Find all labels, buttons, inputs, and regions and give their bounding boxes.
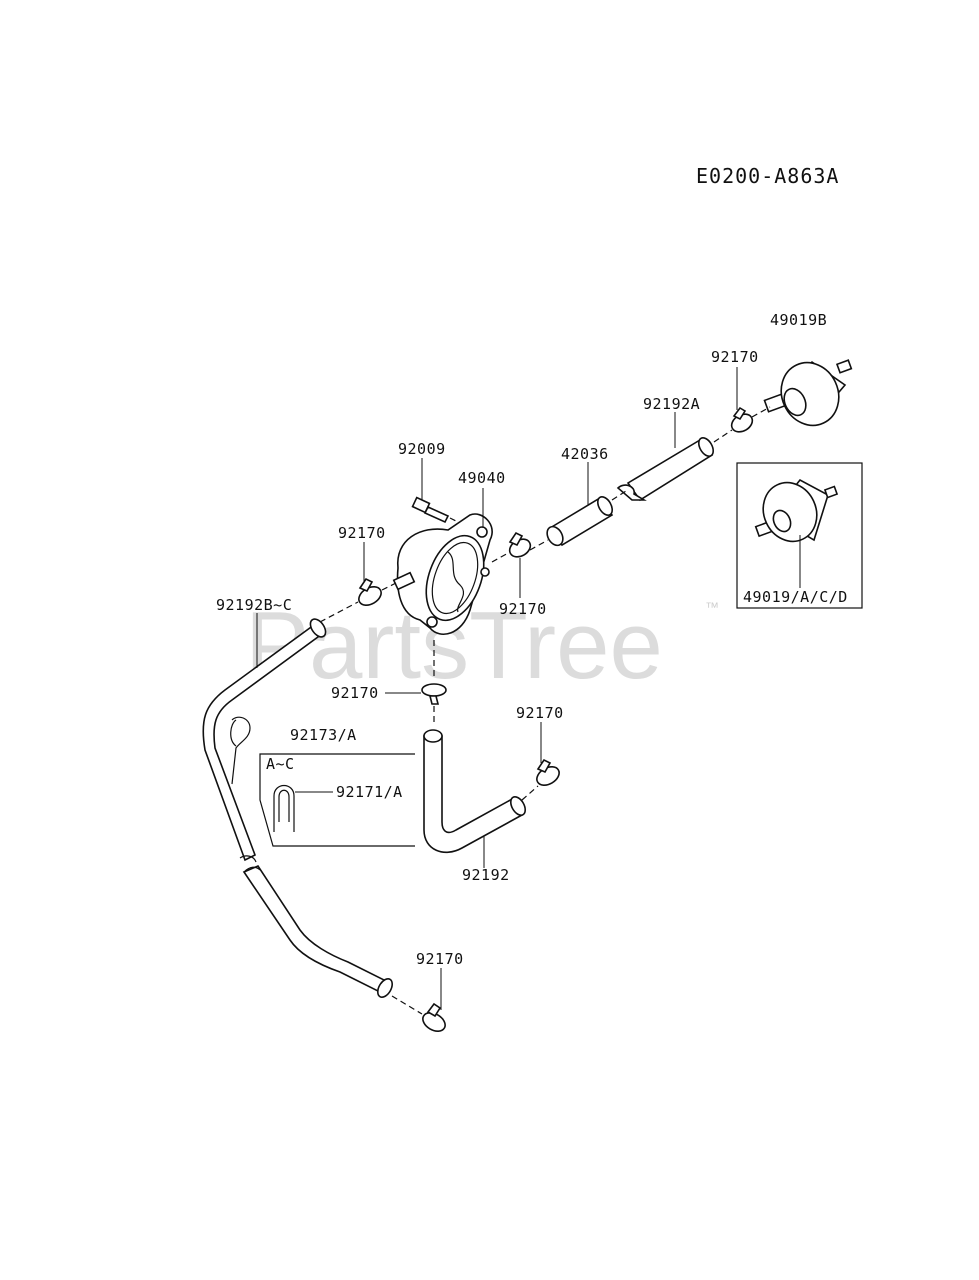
bolt-92009[interactable] (411, 496, 450, 524)
fuel-filter-49019b[interactable] (763, 353, 853, 435)
sub-box-a-c[interactable]: A~C 92171/A (259, 753, 415, 847)
label-49019-acd: 49019/A/C/D (743, 588, 848, 606)
label-92170-right: 92170 (516, 704, 564, 722)
inset-frame (736, 462, 863, 609)
hose-clamp-92170-center[interactable] (421, 683, 447, 705)
hose-92192b-c[interactable] (202, 616, 395, 999)
trademark-mark: ™ (705, 599, 719, 615)
pipe-42036[interactable] (544, 494, 615, 548)
label-92170-bottom: 92170 (416, 950, 464, 968)
label-42036: 42036 (561, 445, 609, 463)
label-92170-top: 92170 (711, 348, 759, 366)
label-49040: 49040 (458, 469, 506, 487)
inset-fuel-filter (754, 478, 839, 543)
fuel-pump-49040[interactable] (392, 513, 495, 636)
hose-92192[interactable] (423, 729, 528, 854)
label-92192a: 92192A (643, 395, 700, 413)
clip-92173a[interactable] (230, 716, 251, 785)
hose-92192a[interactable] (616, 435, 716, 502)
inset-box-49019-acd[interactable]: 49019/A/C/D (736, 462, 863, 609)
hose-clamp-92170-mid[interactable] (506, 531, 533, 560)
hose-clamp-92170-bottom[interactable] (420, 1002, 449, 1035)
label-92009: 92009 (398, 440, 446, 458)
diagram-code: E0200-A863A (696, 164, 839, 188)
label-49019b: 49019B (770, 311, 827, 329)
label-92171a: 92171/A (336, 783, 403, 801)
label-92192b-c: 92192B~C (216, 596, 292, 614)
sub-box-label: A~C (266, 755, 295, 773)
label-92170-left: 92170 (338, 524, 386, 542)
hose-clamp-92170-top[interactable] (728, 406, 755, 435)
hose-clamp-92170-right[interactable] (534, 758, 563, 789)
label-92170-center: 92170 (331, 684, 379, 702)
clip-92171a (273, 784, 295, 832)
label-92170-mid: 92170 (499, 600, 547, 618)
label-92192: 92192 (462, 866, 510, 884)
